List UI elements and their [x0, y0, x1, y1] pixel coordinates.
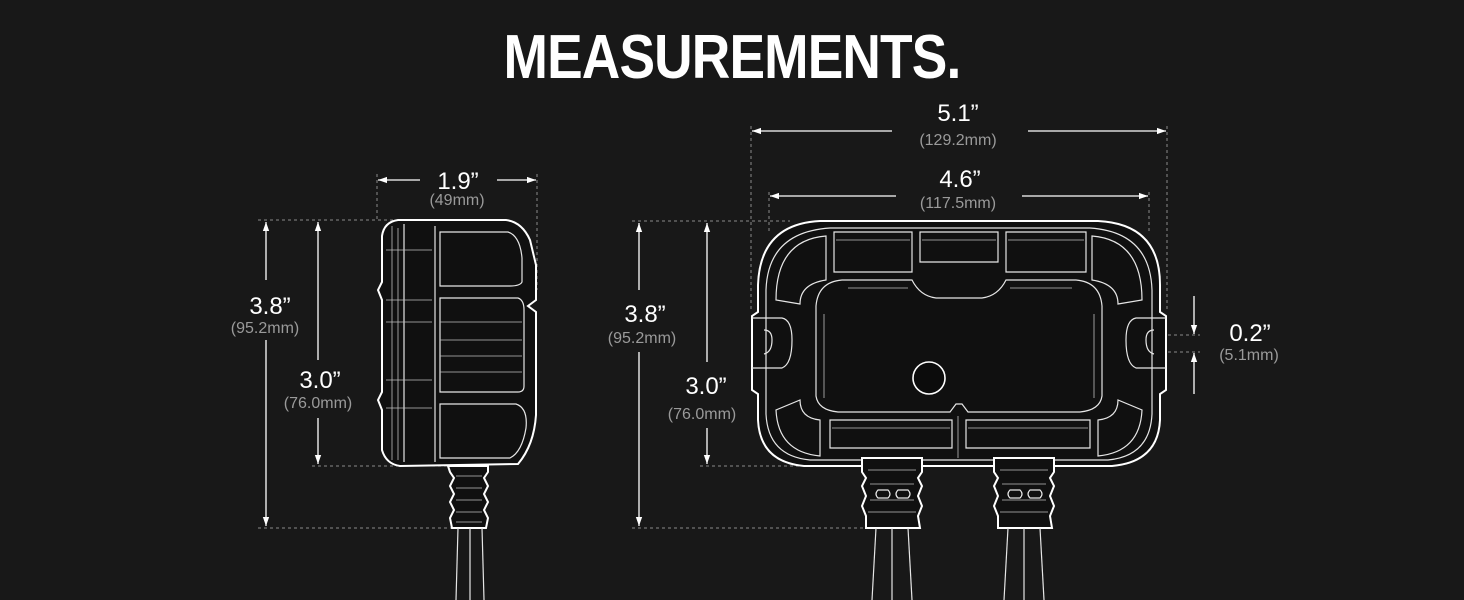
front-width-body-value: 4.6” — [939, 166, 980, 193]
front-height-body-value: 3.0” — [685, 373, 726, 400]
front-height-body-metric: (76.0mm) — [668, 406, 736, 423]
front-device-body — [751, 220, 1167, 467]
front-height-total-metric: (95.2mm) — [608, 330, 676, 347]
front-tab-value: 0.2” — [1229, 320, 1270, 347]
front-cable-left — [860, 457, 924, 600]
status-led — [912, 361, 946, 395]
side-height-body-value: 3.0” — [299, 367, 340, 394]
side-width-value: 1.9” — [437, 168, 478, 195]
front-cable-right — [992, 457, 1056, 600]
front-tab-metric: (5.1mm) — [1219, 347, 1279, 364]
front-width-total-metric: (129.2mm) — [919, 132, 996, 149]
page-title: MEASUREMENTS. — [503, 23, 962, 92]
side-view: 1.9” (49mm) 3.8” (95.2mm) 3.0” (76.0mm) — [231, 168, 538, 600]
front-width-body-metric: (117.5mm) — [920, 195, 996, 212]
side-height-total-value: 3.8” — [249, 293, 290, 320]
front-width-total-value: 5.1” — [937, 100, 978, 127]
front-view: 5.1” (129.2mm) 4.6” (117.5mm) 3.8” (95.2… — [608, 100, 1279, 600]
side-cable — [446, 465, 490, 600]
side-width-metric: (49mm) — [429, 192, 484, 209]
front-height-total-value: 3.8” — [624, 301, 665, 328]
side-height-body-metric: (76.0mm) — [284, 395, 352, 412]
side-height-total-metric: (95.2mm) — [231, 320, 299, 337]
side-device-body — [376, 219, 537, 468]
